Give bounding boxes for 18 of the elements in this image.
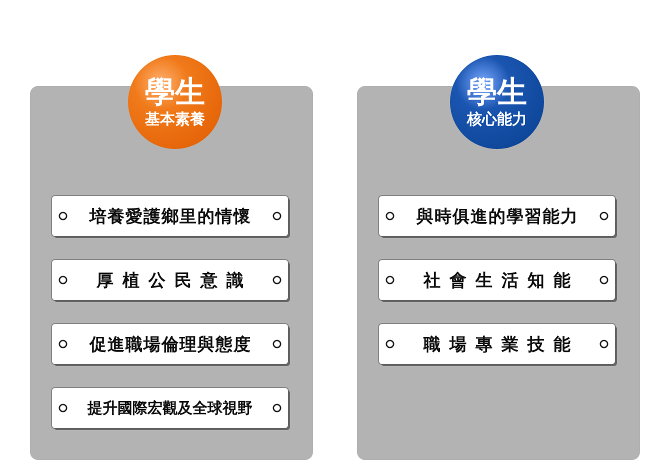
item-card: [52, 388, 288, 428]
item-card: [52, 260, 288, 300]
item-text: 培養愛護鄉里的情懷: [90, 206, 252, 228]
item-card: [379, 196, 615, 236]
item-text: 與時俱進的學習能力: [416, 206, 578, 228]
item-card: [379, 324, 615, 364]
item-text: 促進職場倫理與態度: [90, 334, 252, 356]
item-card: [52, 196, 288, 236]
heading-text: 學生: [467, 76, 527, 110]
item-text: 提升國際宏觀及全球視野: [88, 398, 252, 418]
item-text: 厚植公民意識: [96, 270, 252, 292]
subheading-text: 核心能力: [467, 110, 527, 128]
item-card: [52, 324, 288, 364]
item-text: 社會生活知能: [424, 270, 580, 292]
subheading-text: 基本素養: [145, 110, 205, 128]
item-text: 職場專業技能: [424, 334, 580, 356]
heading-text: 學生: [145, 76, 205, 110]
item-card: [379, 260, 615, 300]
